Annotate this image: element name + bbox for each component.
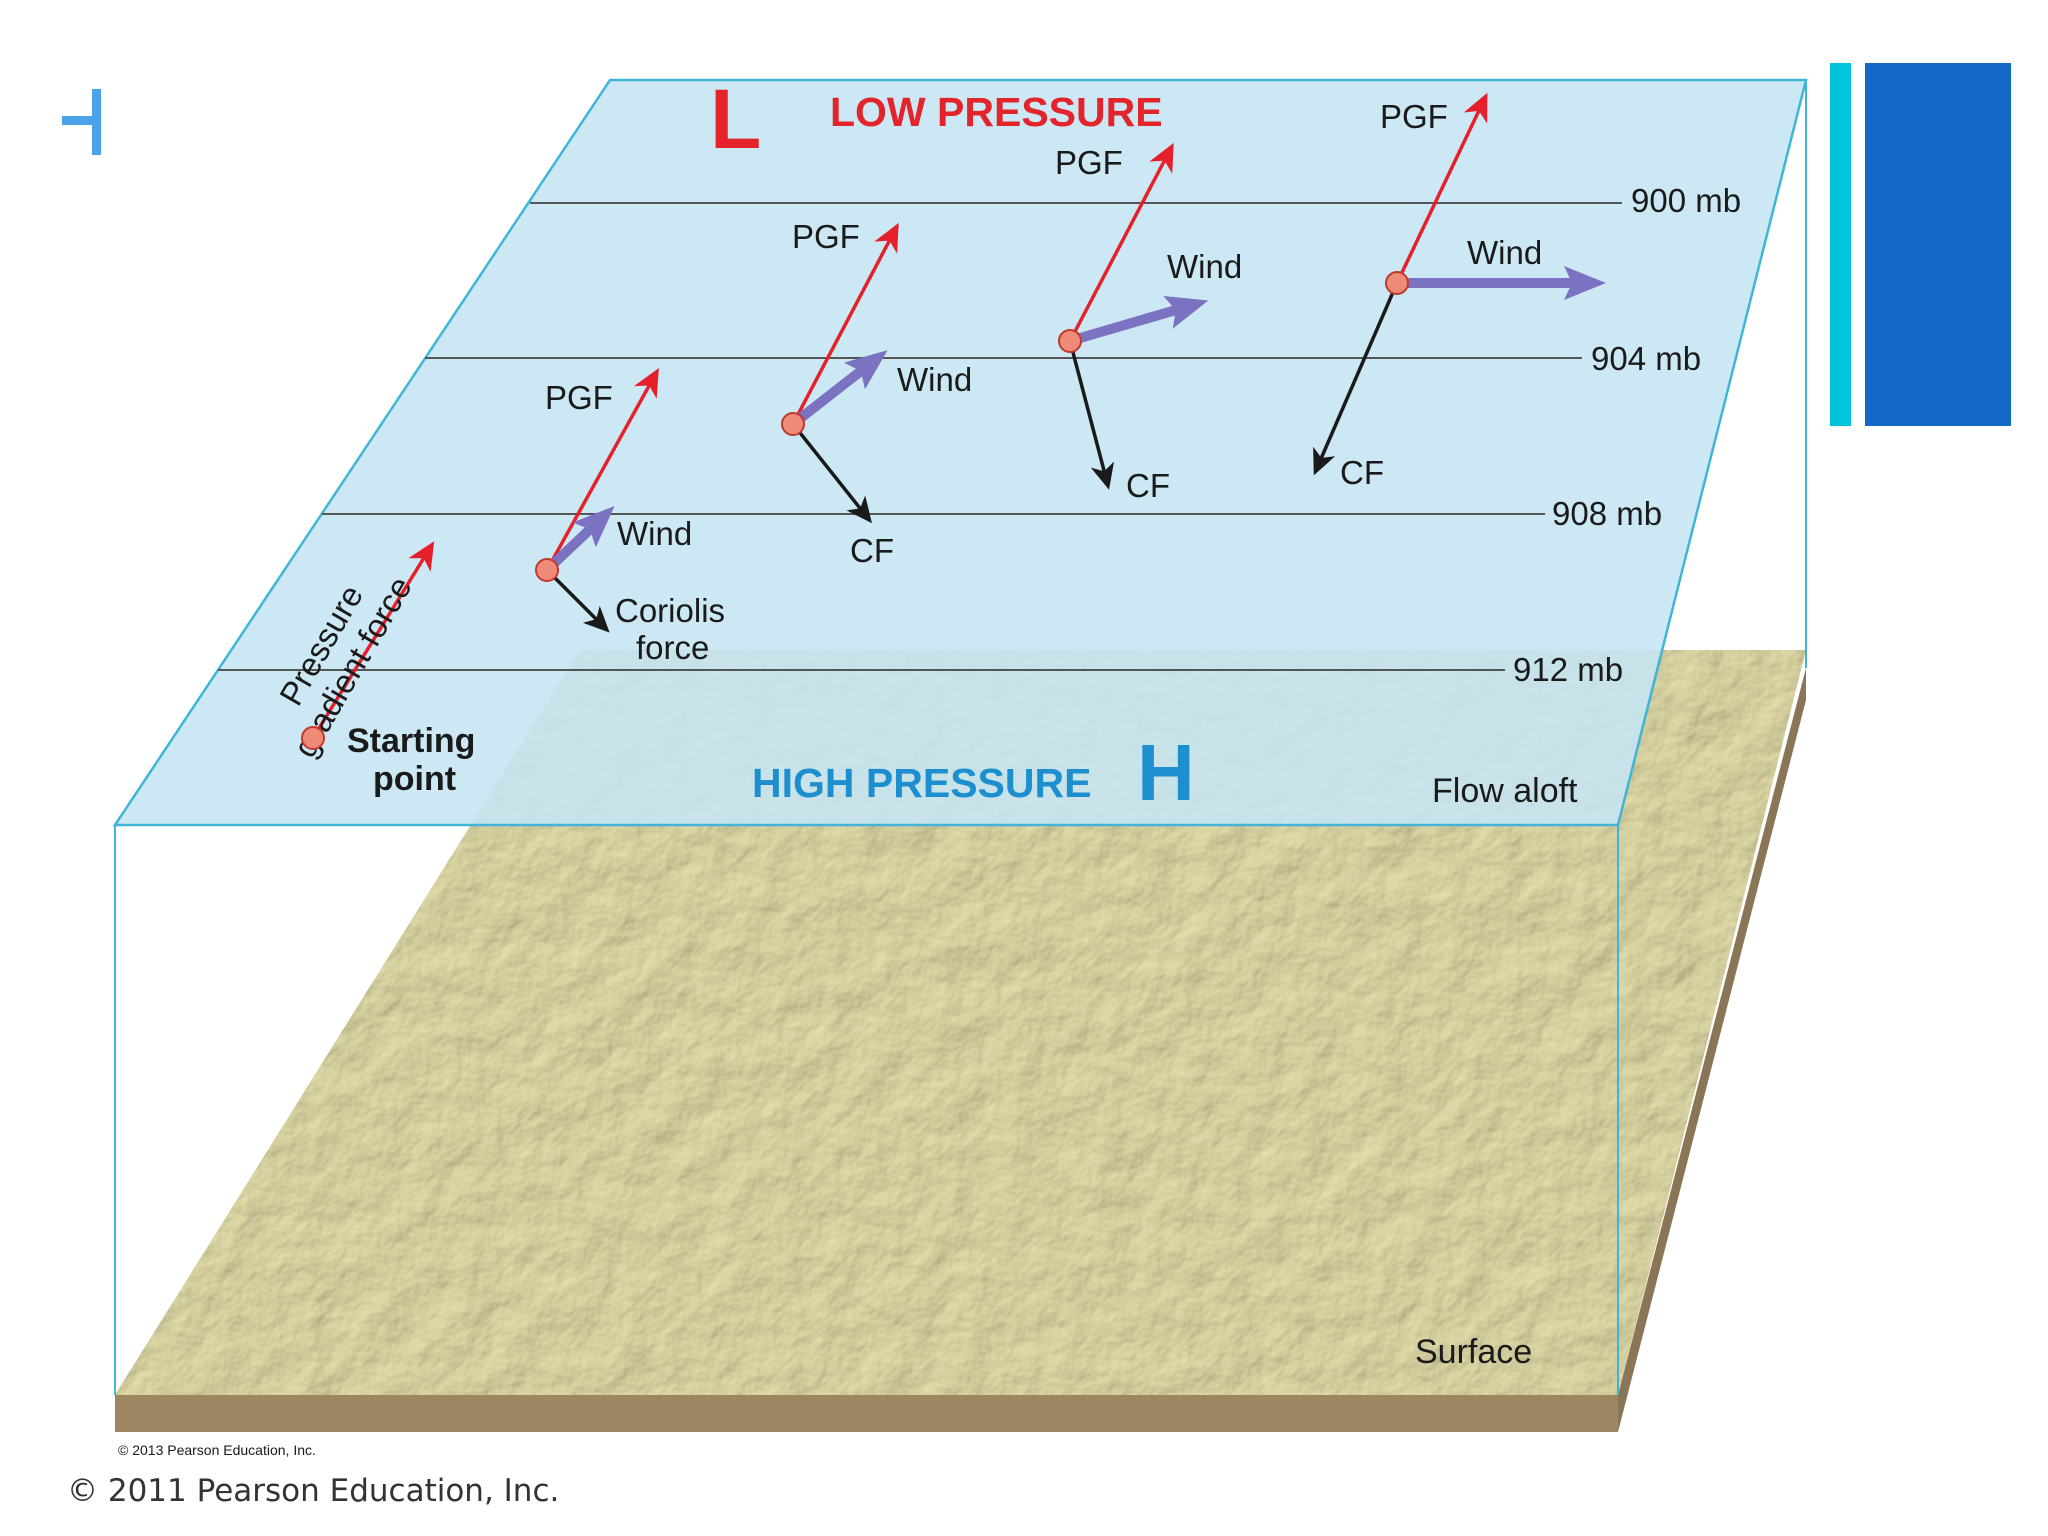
flow-aloft-label: Flow aloft xyxy=(1432,772,1578,810)
terrain-side xyxy=(115,1395,1618,1432)
parcel-marker-2 xyxy=(781,412,805,436)
pgf-label-4: PGF xyxy=(1380,98,1448,135)
plus-mark xyxy=(62,89,101,155)
figure-copyright: © 2013 Pearson Education, Inc. xyxy=(118,1442,316,1458)
surface-label: Surface xyxy=(1415,1333,1532,1371)
terrain-right-side xyxy=(1618,668,1806,1432)
starting-label-line1: Starting xyxy=(347,722,475,760)
starting-label-line2: point xyxy=(373,760,456,798)
air-column xyxy=(114,80,1807,1395)
parcel-marker-1 xyxy=(535,558,559,582)
isobar-label-908: 908 mb xyxy=(1552,495,1662,532)
low-letter: L xyxy=(710,72,761,166)
pgf-arrow-3 xyxy=(1068,142,1174,342)
wind-label-1: Wind xyxy=(617,515,692,552)
pgf-label-3: PGF xyxy=(1055,144,1123,181)
pgf-arrow-1 xyxy=(545,368,659,571)
starting-point-label: Starting point xyxy=(347,722,485,798)
slide-copyright: © 2011 Pearson Education, Inc. xyxy=(67,1473,560,1509)
wind-label-4: Wind xyxy=(1467,234,1542,271)
high-letter: H xyxy=(1137,728,1195,817)
pgf-arrow-2 xyxy=(791,222,899,425)
pgf-arrow-initial xyxy=(311,541,435,739)
step-4: PGF Wind CF xyxy=(1313,92,1606,491)
pgf-arrow-4 xyxy=(1395,92,1488,284)
pgf-label-2: PGF xyxy=(792,218,860,255)
cf-label-2: CF xyxy=(850,532,894,569)
step-3: PGF Wind CF xyxy=(1055,142,1242,504)
wind-arrow-2 xyxy=(789,350,888,428)
parcel-marker-4 xyxy=(1385,271,1409,295)
cf-arrow-2 xyxy=(791,422,872,524)
isobar-label-900: 900 mb xyxy=(1631,182,1741,219)
cf-label-3: CF xyxy=(1126,467,1170,504)
accent-bar-cyan xyxy=(1830,63,1851,426)
isobar-label-904: 904 mb xyxy=(1591,340,1701,377)
wind-arrow-3 xyxy=(1068,295,1209,346)
high-pressure-label: HIGH PRESSURE xyxy=(752,760,1091,806)
coriolis-line1: Coriolis xyxy=(615,592,725,629)
terrain-texture xyxy=(115,650,1806,1395)
coriolis-line2: force xyxy=(636,629,709,666)
accent-bar-blue xyxy=(1865,63,2011,426)
coriolis-label: Coriolis force xyxy=(615,592,734,666)
cf-label-4: CF xyxy=(1340,454,1384,491)
step-1: PGF Wind Coriolis force xyxy=(535,368,734,666)
isobars: 900 mb 904 mb 908 mb 912 mb xyxy=(218,182,1741,688)
wind-label-3: Wind xyxy=(1167,248,1242,285)
wind-label-2: Wind xyxy=(897,361,972,398)
pgf-label-1: PGF xyxy=(545,379,613,416)
parcel-marker-3 xyxy=(1058,329,1082,353)
step-2: PGF Wind CF xyxy=(781,218,972,569)
terrain-block xyxy=(115,650,1806,1432)
cf-arrow-3 xyxy=(1068,340,1115,490)
cf-arrow-1 xyxy=(545,568,610,633)
starting-point-marker xyxy=(301,726,325,750)
isobar-label-912: 912 mb xyxy=(1513,651,1623,688)
wind-arrow-1 xyxy=(543,506,615,574)
cf-arrow-4 xyxy=(1313,282,1399,476)
low-pressure-label: LOW PRESSURE xyxy=(830,89,1163,135)
upper-air-plane xyxy=(112,78,1808,827)
